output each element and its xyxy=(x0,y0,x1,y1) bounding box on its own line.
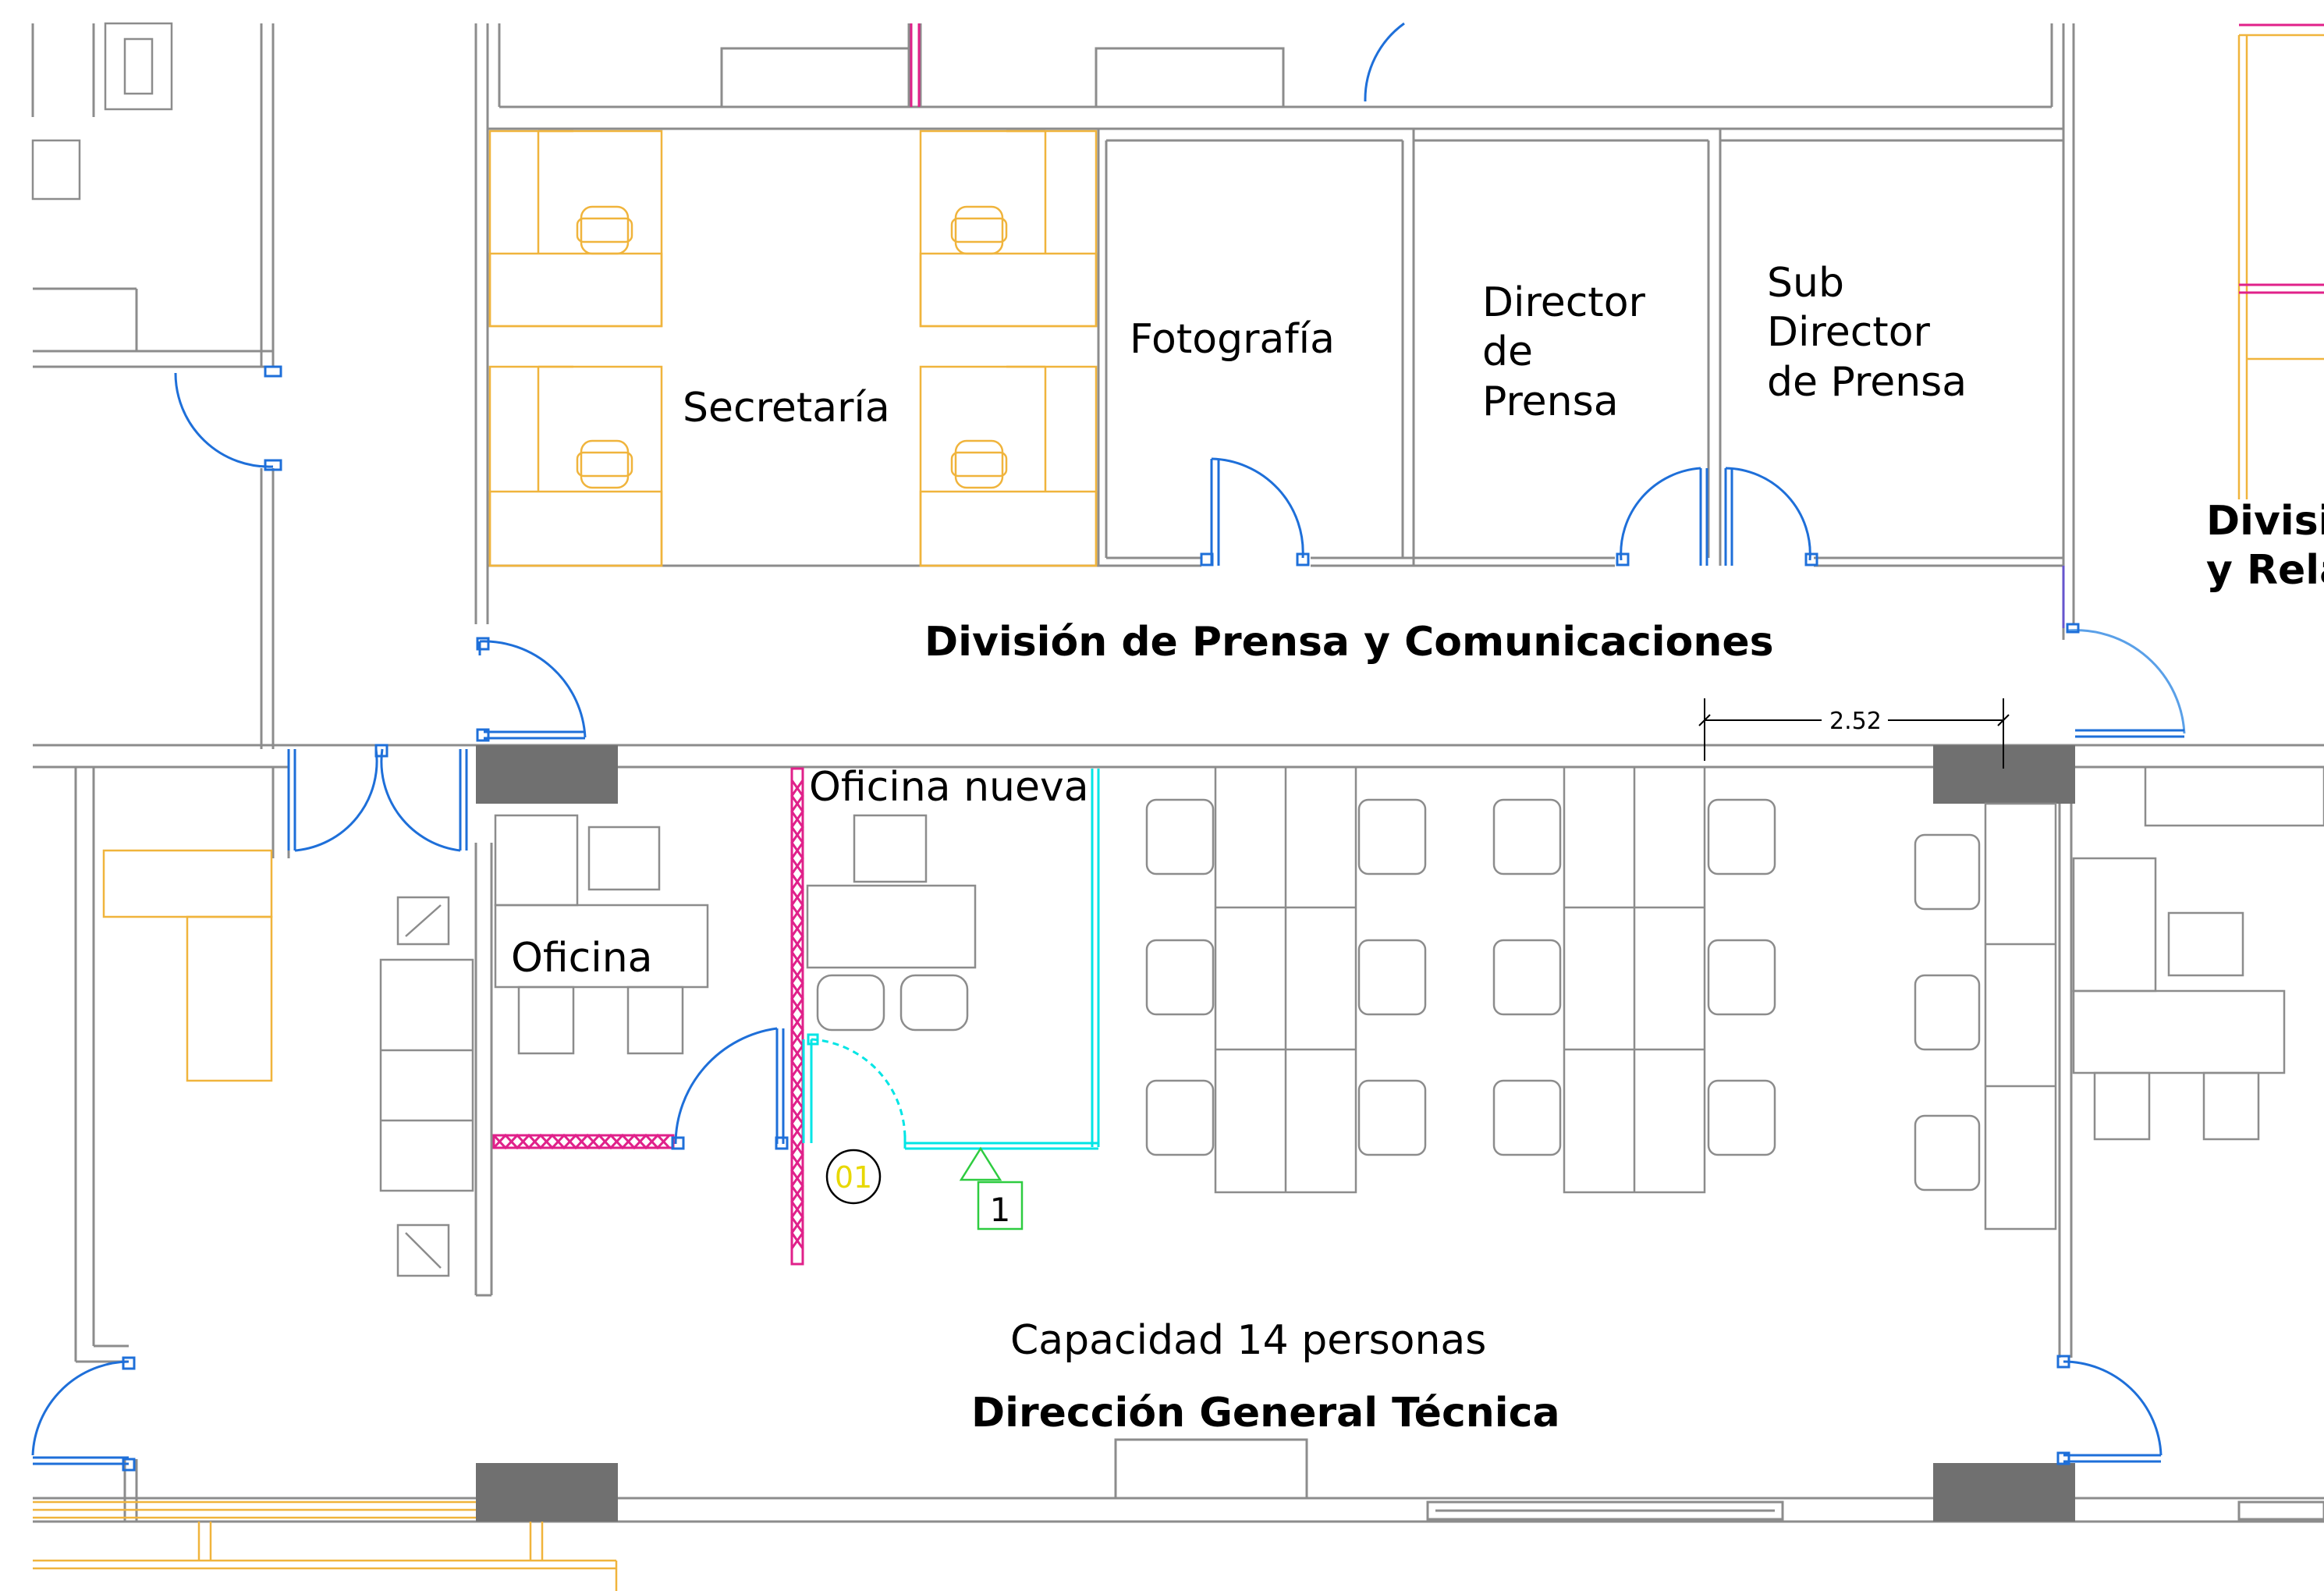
area-label-direccion: Dirección General Técnica xyxy=(971,1390,1560,1437)
room-label-subdirector-3: de Prensa xyxy=(1767,359,1967,406)
room-label-oficina-nueva: Oficina nueva xyxy=(809,764,1089,811)
cyan-partition xyxy=(802,769,1100,1150)
marker-circle-label: 01 xyxy=(835,1160,872,1195)
area-label-prensa: División de Prensa y Comunicaciones xyxy=(924,619,1774,666)
secretaria-workstations xyxy=(33,34,2324,1591)
room-label-director-3: Prensa xyxy=(1482,378,1619,425)
marker-triangle-label: 1 xyxy=(990,1191,1011,1229)
section-marker-circle: 01 xyxy=(825,1149,882,1205)
room-label-subdirector-2: Director xyxy=(1767,309,1931,356)
doors xyxy=(31,22,2186,1472)
room-label-director-1: Director xyxy=(1482,279,1646,326)
dimension-label: 2.52 xyxy=(1829,708,1882,735)
room-label-director-2: de xyxy=(1482,328,1533,375)
dimension-line xyxy=(1698,698,2010,769)
capacity-label: Capacidad 14 personas xyxy=(1010,1317,1486,1364)
room-label-subdirector-1: Sub xyxy=(1767,260,1844,307)
room-label-secretaria: Secretaría xyxy=(683,385,890,431)
elevation-marker-triangle: 1 xyxy=(959,1146,1024,1231)
furniture xyxy=(31,22,2324,1277)
room-label-oficina: Oficina xyxy=(511,935,653,982)
walls xyxy=(31,23,2324,1523)
area-label-division-partial-2: y Rela xyxy=(2206,547,2324,594)
room-label-fotografia: Fotografía xyxy=(1130,316,1335,363)
columns xyxy=(476,745,2075,1522)
area-label-division-partial-1: Divisi xyxy=(2206,498,2324,545)
magenta-elements xyxy=(492,23,2324,1266)
